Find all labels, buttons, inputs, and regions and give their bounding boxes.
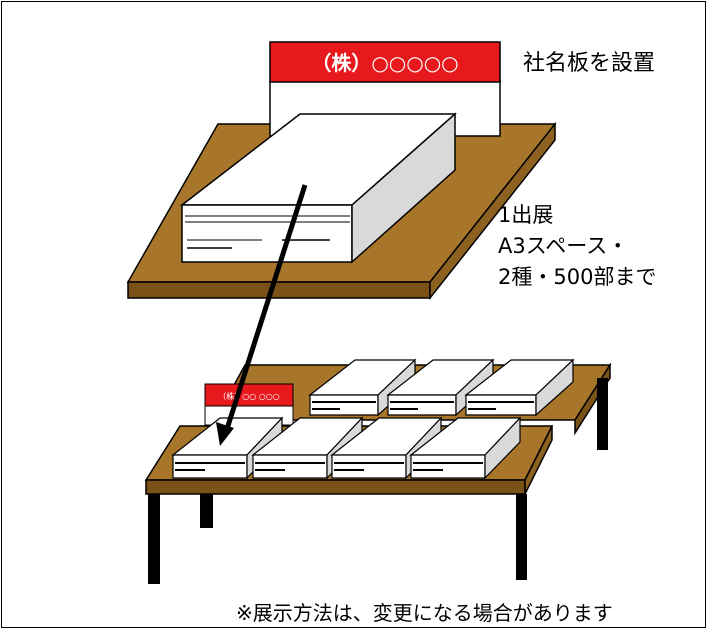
- paper-stack-small: [386, 358, 495, 417]
- front-row-stacks: [171, 416, 522, 480]
- front-table-side: [524, 425, 553, 495]
- small-sign-text: （株）○○ ○○○: [218, 391, 279, 401]
- table-leg: [148, 494, 160, 584]
- display-board-side: [429, 121, 556, 301]
- table-leg: [516, 494, 527, 580]
- display-board-edge: [127, 281, 431, 299]
- zoom-arrow-head: [216, 422, 234, 446]
- footnote: ※展示方法は、変更になる場合があります: [236, 601, 613, 625]
- company-sign-red-band: [269, 41, 501, 83]
- company-sign-text: （株）○○○○○: [311, 51, 458, 75]
- info-line-exhibit: 1出展: [498, 203, 554, 227]
- info-line-space: A3スペース・: [498, 234, 629, 258]
- zoom-arrow-line: [223, 184, 308, 433]
- stack-side: [351, 112, 456, 264]
- paper-stack-small: [464, 358, 575, 417]
- exhibit-info: 1出展 A3スペース・ 2種・500部まで: [498, 200, 656, 293]
- info-line-limit: 2種・500部まで: [498, 265, 657, 289]
- small-sign-red-band: [204, 383, 294, 407]
- back-row-stacks: [308, 358, 575, 417]
- table-leg: [597, 378, 608, 450]
- paper-stack-small: [409, 416, 522, 480]
- sign-caption: 社名板を設置: [523, 51, 656, 76]
- stack-front: [181, 204, 353, 263]
- paper-stack-small: [308, 358, 417, 417]
- front-table-edge: [145, 479, 526, 495]
